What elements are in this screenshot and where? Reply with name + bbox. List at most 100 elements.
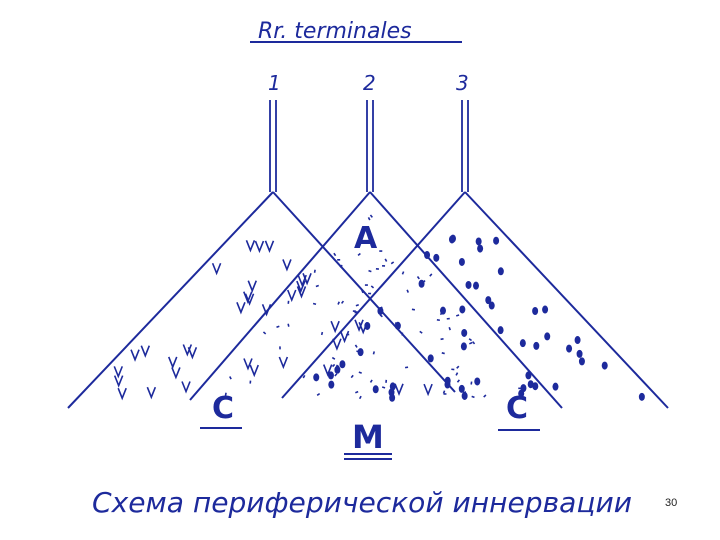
dot-mark (439, 306, 446, 315)
dot-mark (377, 306, 384, 315)
branch-number-3: 3 (456, 71, 469, 95)
dash-mark (456, 379, 460, 383)
dash-mark (354, 344, 358, 348)
v-mark (146, 386, 157, 400)
v-mark (243, 358, 253, 371)
v-mark (278, 356, 289, 370)
v-mark (296, 280, 306, 294)
nerve-stem-1 (269, 100, 277, 192)
dash-mark (358, 395, 362, 400)
dash-mark (287, 323, 290, 327)
dash-mark (354, 311, 358, 314)
dash-mark (369, 379, 373, 383)
dot-mark (566, 344, 573, 353)
v-mark (117, 387, 127, 401)
dash-mark (468, 338, 473, 342)
dash-mark (370, 285, 375, 289)
dot-mark (552, 382, 559, 391)
dot-mark (460, 342, 467, 351)
nerve-stem-2 (366, 100, 374, 192)
dot-mark (519, 339, 526, 348)
dot-mark (493, 236, 500, 245)
dot-mark (357, 348, 364, 357)
branch-number-2: 2 (363, 71, 376, 95)
dash-mark (429, 273, 433, 277)
dash-mark (302, 375, 306, 379)
diagram-caption: Схема периферической иннервации (92, 486, 632, 519)
dot-marks-zone-3 (313, 234, 645, 402)
dot-mark (418, 279, 425, 288)
v-mark (322, 364, 333, 377)
dot-mark (525, 371, 532, 380)
dash-mark (340, 300, 345, 304)
dash-mark (357, 252, 361, 257)
dot-mark (334, 365, 341, 374)
dot-mark (328, 380, 335, 389)
dot-mark (433, 253, 440, 262)
dash-mark (331, 363, 336, 368)
innervation-zone-2 (189, 191, 563, 409)
dash-mark (361, 289, 364, 294)
v-mark (423, 383, 433, 397)
dash-mark (372, 351, 376, 355)
dot-mark (601, 361, 608, 370)
v-mark (243, 291, 253, 304)
dot-mark (364, 321, 371, 330)
dash-mark (358, 371, 362, 374)
dot-mark (477, 244, 484, 253)
dash-mark (384, 258, 388, 262)
innervation-zone-1 (67, 191, 456, 409)
dash-mark (401, 271, 405, 275)
dash-mark (455, 372, 459, 376)
dot-mark (458, 384, 465, 393)
dot-mark (574, 336, 581, 345)
dot-mark (474, 377, 481, 386)
dot-mark (339, 360, 346, 369)
v-mark (181, 381, 191, 394)
dot-mark (576, 349, 583, 358)
v-mark (264, 240, 275, 253)
dash-mark (456, 314, 460, 317)
dot-mark (475, 237, 482, 246)
v-mark (171, 367, 181, 380)
dot-mark (638, 392, 645, 401)
dash-mark (334, 373, 338, 377)
nerve-stem-3 (461, 100, 469, 192)
dot-mark (444, 380, 451, 389)
dot-mark (424, 251, 431, 260)
v-mark (211, 262, 222, 276)
dot-mark (520, 384, 527, 393)
dot-mark (497, 326, 504, 335)
branch-number-1: 1 (268, 71, 281, 95)
dash-mark (369, 214, 373, 218)
v-mark (302, 273, 312, 286)
dash-mark (472, 341, 476, 345)
v-mark (287, 289, 297, 303)
dash-mark (483, 394, 487, 398)
dash-mark (229, 376, 232, 380)
v-mark (296, 286, 307, 299)
v-mark (187, 347, 198, 360)
dot-mark (527, 380, 534, 389)
dot-mark (544, 332, 551, 341)
dash-mark (419, 330, 423, 334)
dot-mark (465, 280, 472, 289)
dot-mark (532, 382, 539, 391)
v-mark (113, 366, 124, 379)
dot-mark (461, 328, 468, 337)
dot-mark (461, 391, 468, 400)
v-mark (394, 383, 404, 396)
region-label-left: C (212, 391, 234, 426)
dash-mark (333, 252, 337, 257)
v-mark (332, 338, 342, 351)
region-label-bottom: M (352, 418, 384, 456)
dash-mark (471, 395, 475, 399)
dash-mark (456, 365, 460, 369)
dot-mark (533, 341, 540, 350)
dash-mark (367, 217, 371, 221)
diagram-title: Rr. terminales (258, 19, 412, 44)
dash-mark (312, 302, 317, 306)
dash-mark (390, 261, 395, 265)
dash-mark (320, 331, 324, 336)
